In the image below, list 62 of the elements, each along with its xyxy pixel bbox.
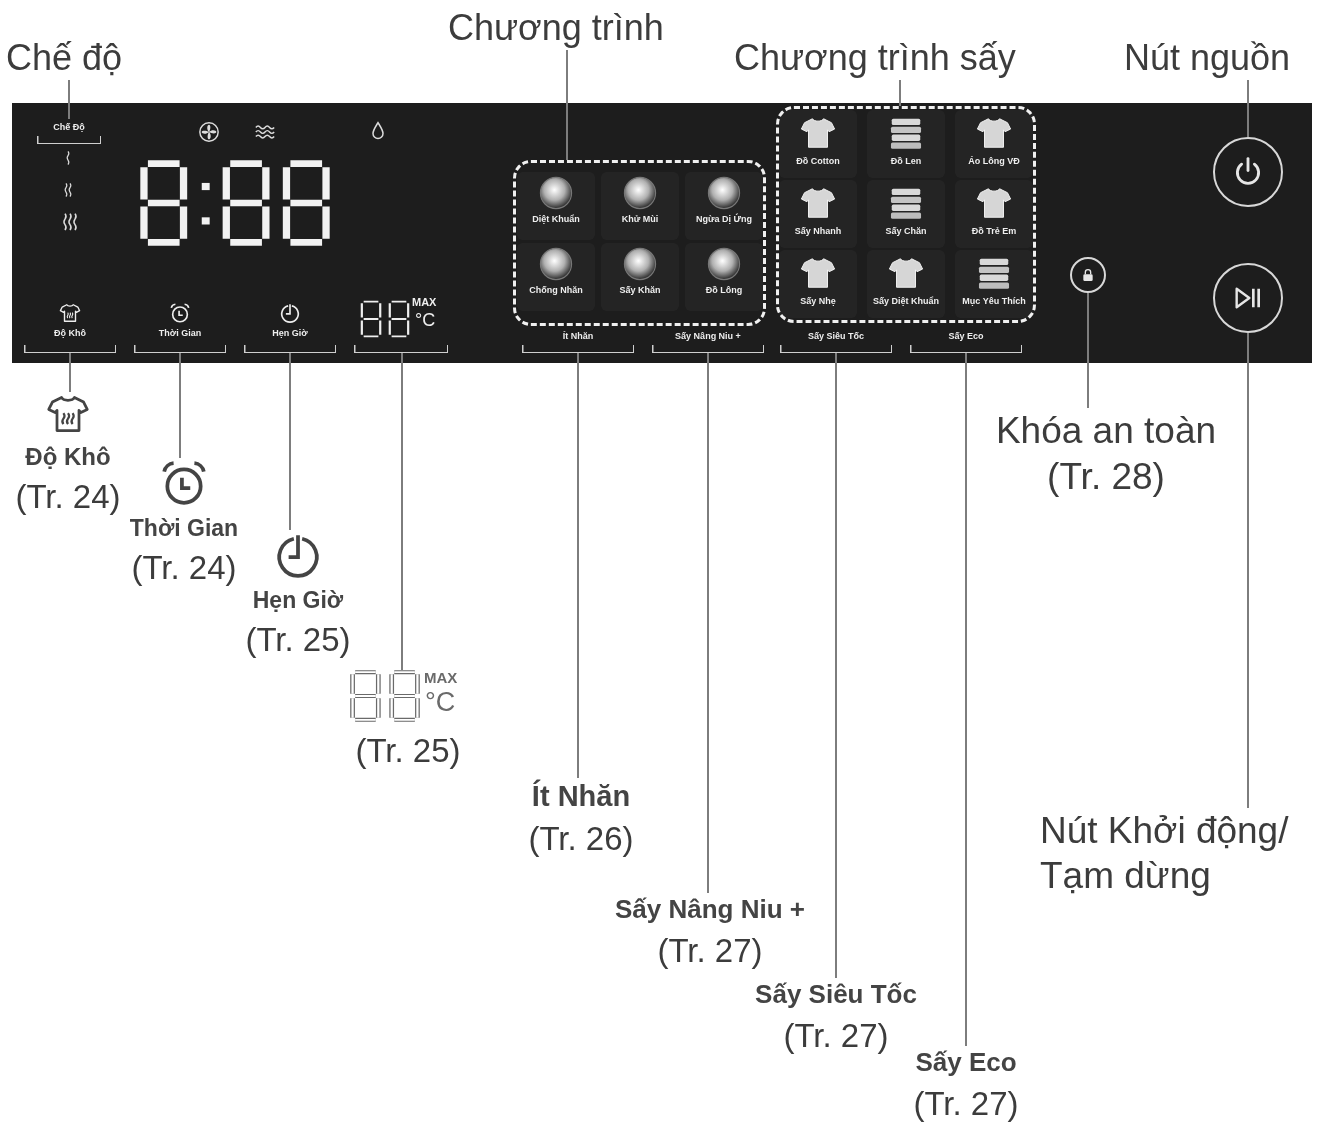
page-reference: (Tr. 24) (130, 547, 238, 588)
leader-line (707, 352, 709, 894)
program-button: Đồ Lông (685, 243, 763, 311)
page-reference: (Tr. 25) (244, 619, 352, 660)
unit-label: MAX (424, 670, 458, 687)
page-reference: (Tr. 28) (1046, 455, 1166, 500)
page-reference: (Tr. 26) (527, 819, 635, 860)
callout-title: Độ Khô (24, 442, 112, 472)
program-button: Sấy Diệt Khuẩn (867, 250, 945, 318)
leader-line (289, 352, 291, 531)
callout-title: Sấy Siêu Tốc (754, 978, 918, 1011)
callout-title: Thời Gian (128, 514, 240, 543)
callout-title: Khóa an toàn (994, 409, 1218, 453)
leader-line (835, 352, 837, 979)
page-reference: (Tr. 25) (354, 731, 462, 771)
program-button: Chống Nhăn (517, 243, 595, 311)
program-button: Đồ Cotton (779, 110, 857, 178)
program-button: Áo Lông VĐ (955, 110, 1033, 178)
leader-line (401, 352, 403, 671)
program-group (513, 160, 766, 326)
program-button: Sấy Khăn (601, 243, 679, 311)
callout-label: Chương trình sấy (734, 36, 1040, 80)
program-group (776, 106, 1036, 323)
program-button: Diệt Khuẩn (517, 172, 595, 240)
leader-line (965, 352, 967, 1047)
start-pause-button (1213, 263, 1283, 333)
callout-label: Nút Khởi động/ Tạm dừng (1040, 808, 1316, 899)
unit-label: °C (415, 311, 436, 331)
page-reference: (Tr. 27) (782, 1015, 890, 1056)
callout-label: Chương trình (448, 6, 688, 50)
callout-label: Chế độ (6, 36, 146, 80)
leader-line (69, 352, 71, 393)
page-reference: (Tr. 27) (912, 1083, 1020, 1124)
leader-line (577, 352, 579, 779)
callout-title: Ít Nhăn (530, 778, 632, 814)
page-reference: (Tr. 24) (14, 477, 122, 517)
unit-label: MAX (412, 296, 437, 309)
program-button: Đồ Len (867, 110, 945, 178)
leader-line (179, 352, 181, 459)
program-button: Mục Yêu Thích (955, 250, 1033, 318)
page-reference: (Tr. 27) (656, 930, 764, 971)
leader-line (68, 78, 70, 120)
control-panel (12, 103, 1312, 363)
unit-label: °C (425, 688, 456, 718)
callout-label: Nút nguồn (1124, 36, 1318, 80)
program-button: Đồ Trẻ Em (955, 180, 1033, 248)
leader-line (1247, 332, 1249, 809)
leader-line (1247, 78, 1249, 138)
program-button: Sấy Nhanh (779, 180, 857, 248)
child-lock-button (1070, 257, 1106, 293)
program-button: Ngừa Dị Ứng (685, 172, 763, 240)
program-button: Khử Mùi (601, 172, 679, 240)
power-button (1213, 137, 1283, 207)
callout-title: Sấy Nâng Niu + (614, 893, 806, 926)
program-button: Sấy Nhẹ (779, 250, 857, 318)
callout-title: Hẹn Giờ (251, 586, 345, 615)
leader-line (1087, 292, 1089, 409)
leader-line (899, 78, 901, 107)
callout-title: Sấy Eco (914, 1046, 1018, 1079)
program-button: Ít Nhăn (522, 328, 634, 353)
program-button: Sấy Chăn (867, 180, 945, 248)
leader-line (566, 48, 568, 161)
